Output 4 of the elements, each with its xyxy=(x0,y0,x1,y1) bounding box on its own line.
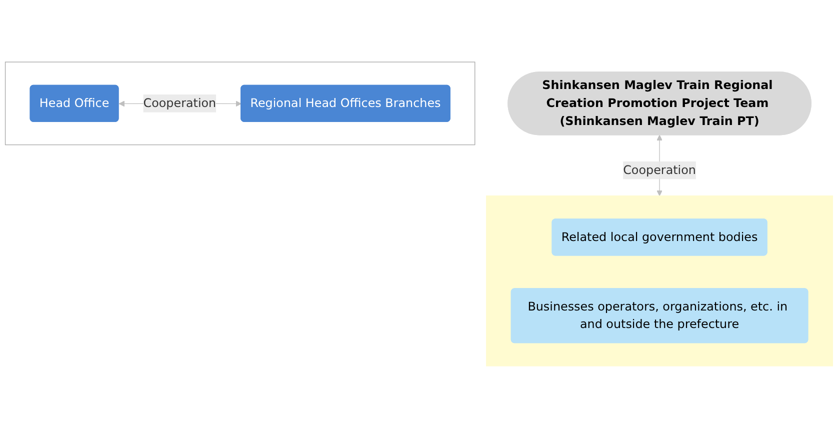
cluster xyxy=(4,62,476,146)
cluster xyxy=(486,195,834,366)
edge-label: Cooperation xyxy=(143,96,216,110)
edge-label: Cooperation xyxy=(623,163,696,178)
